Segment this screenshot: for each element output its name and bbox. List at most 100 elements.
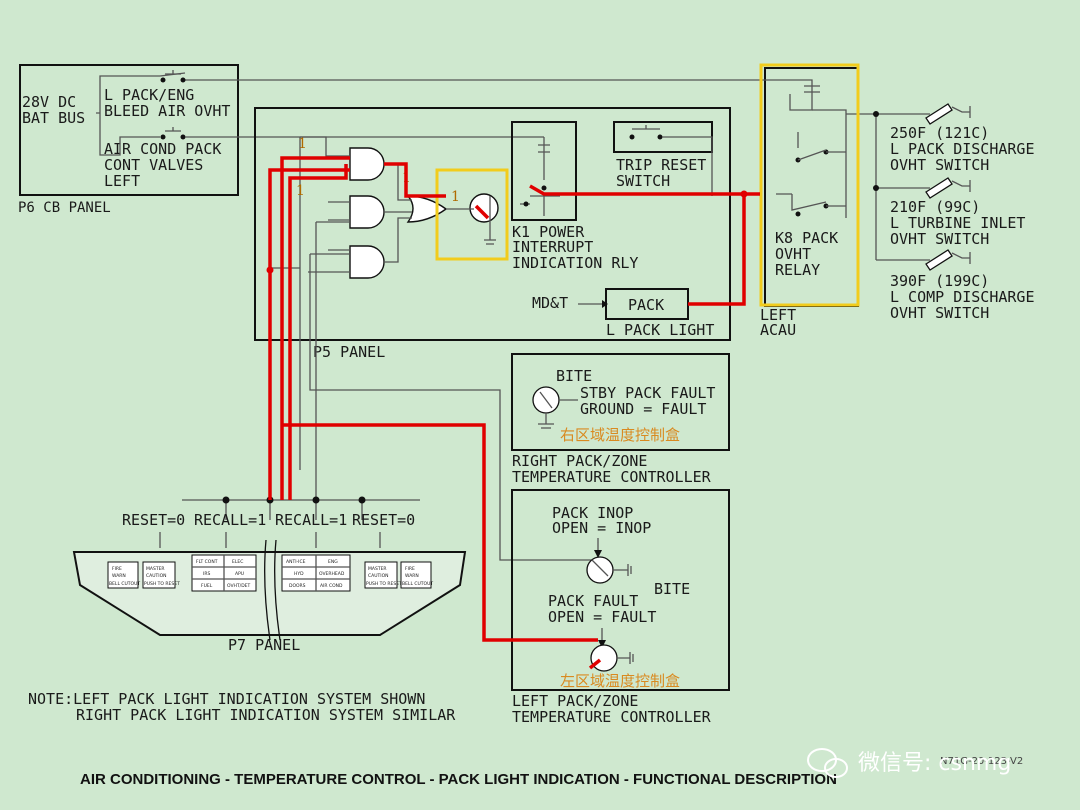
master-caution-right-line1: MASTER [368,566,387,572]
left-pack-zone-controller: PACK INOP OPEN = INOP BITE PACK FAULT OP… [511,489,730,726]
annun-eng: ENG [328,559,338,565]
annun-air-cond: AIR COND [320,583,343,589]
p5-panel-label: P5 PANEL [313,343,385,361]
ovht-switch-2-icon [925,177,971,199]
fault-line2: OPEN = FAULT [548,608,656,626]
left-cn-label: 左区域温度控制盒 [560,672,680,690]
highlight-box-switch [435,168,509,261]
wechat-icon [807,748,848,778]
fire-warn-right-line2: WARN [405,573,419,579]
l-pack-light-label: L PACK LIGHT [606,321,714,339]
annun-anti-ice: ANTI-ICE [286,559,306,565]
sw3-line1: 390F (199C) [890,272,989,290]
k8-line1: K8 PACK [775,229,838,247]
ovht-switches: 250F (121C) L PACK DISCHARGE OVHT SWITCH… [873,103,1035,322]
fire-warn-left-line3: BELL CUTOUT [109,581,140,587]
sw2-line3: OVHT SWITCH [890,230,989,248]
mdt-label: MD&T [532,294,568,312]
p7-label-recall-right: RECALL=1 [275,511,347,529]
p7-label-reset-left: RESET=0 [122,511,185,529]
fire-warn-left-line2: WARN [112,573,126,579]
annun-ovht-det: OVHT/DET [227,583,250,589]
right-line2: GROUND = FAULT [580,400,706,418]
p7-label-reset-right: RESET=0 [352,511,415,529]
annun-elec: ELEC [232,559,243,565]
cb1-line1: L PACK/ENG [104,86,194,104]
p7-label-recall-left: RECALL=1 [194,511,266,529]
annun-fuel: FUEL [201,583,213,589]
k8-line3: RELAY [775,261,820,279]
diagram-title: AIR CONDITIONING - TEMPERATURE CONTROL -… [80,771,837,788]
cb2-line3: LEFT [104,172,140,190]
master-caution-left-line3: PUSH TO RESET [144,581,180,587]
fire-warn-right-line3: BELL CUTOUT [402,581,433,587]
and-gate-2 [349,195,385,229]
marker-4: 1 [451,189,460,205]
annun-flt-cont: FLT CONT [196,559,218,565]
right-bite-label: BITE [556,367,592,385]
ovht-switch-3-icon [925,249,971,271]
master-caution-right-line3: PUSH TO RESET [366,581,402,587]
pack-light-label: PACK [628,296,664,314]
acau-line2: ACAU [760,321,796,339]
annun-doors: DOORS [289,583,306,589]
signal-paths [266,156,760,670]
right-title-line2: TEMPERATURE CONTROLLER [512,468,712,486]
sw1-line3: OVHT SWITCH [890,156,989,174]
sw2-line1: 210F (99C) [890,198,980,216]
trip-line2: SWITCH [616,172,670,190]
ovht-switch-1-icon [925,103,971,125]
left-bite-label: BITE [654,580,690,598]
p5-panel: P5 PANEL K1 POWER INTERRUPT INDICATION R… [254,107,731,561]
p7-panel: RESET=0 RECALL=1 RECALL=1 RESET=0 FIRE W… [72,496,467,654]
sw3-line2: L COMP DISCHARGE [890,288,1035,306]
p6-panel-label: P6 CB PANEL [18,200,111,216]
master-caution-right-line2: CAUTION [368,573,389,579]
fire-warn-right-line1: FIRE [405,566,415,572]
and-gate-3 [349,245,385,279]
sw1-line2: L PACK DISCHARGE [890,140,1035,158]
cb1-line2: BLEED AIR OVHT [104,102,230,120]
inop-line2: OPEN = INOP [552,519,651,537]
k1-line1: K1 POWER [512,223,585,241]
left-acau: K8 PACK OVHT RELAY LEFT ACAU [759,63,876,339]
trip-line1: TRIP RESET [616,156,706,174]
watermark-text: 微信号: csnmg [858,751,1011,776]
fault-line1: PACK FAULT [548,592,638,610]
drawing-ref: N71G-20-123-V2 [940,756,1023,767]
marker-2: 1 [296,183,305,199]
highlight-box-k8 [759,63,860,307]
marker-1: 1 [298,136,307,152]
sw1-line1: 250F (121C) [890,124,989,142]
cb2-line2: CONT VALVES [104,156,203,174]
fire-warn-left-line1: FIRE [112,566,122,572]
annun-apu: APU [235,571,244,577]
right-title-line1: RIGHT PACK/ZONE [512,452,647,470]
p7-panel-label: P7 PANEL [228,636,300,654]
or-gate [406,195,448,223]
sw2-line2: L TURBINE INLET [890,214,1025,232]
annun-overhead: OVERHEAD [319,571,345,577]
master-caution-left-line1: MASTER [146,566,165,572]
annun-hyd: HYD [294,571,304,577]
left-title-line1: LEFT PACK/ZONE [512,692,638,710]
note-line2: RIGHT PACK LIGHT INDICATION SYSTEM SIMIL… [76,706,456,724]
right-line1: STBY PACK FAULT [580,384,715,402]
p6-power-line1: 28V DC [22,93,76,111]
cb2-line1: AIR COND PACK [104,140,221,158]
note-line1: NOTE:LEFT PACK LIGHT INDICATION SYSTEM S… [28,690,425,708]
annun-irs: IRS [203,571,210,577]
k1-line3: INDICATION RLY [512,254,638,272]
p6-power-line2: BAT BUS [22,109,85,127]
and-gate-1 [349,147,385,181]
p6-cb-panel: 28V DC BAT BUS L PACK/ENG BLEED AIR OVHT… [18,64,760,216]
right-cn-label: 右区域温度控制盒 [560,426,680,444]
left-title-line2: TEMPERATURE CONTROLLER [512,708,712,726]
acau-line1: LEFT [760,306,796,324]
k1-line2: INTERRUPT [512,238,593,256]
footer: NOTE:LEFT PACK LIGHT INDICATION SYSTEM S… [28,690,1023,788]
sw3-line3: OVHT SWITCH [890,304,989,322]
master-caution-left-line2: CAUTION [146,573,167,579]
